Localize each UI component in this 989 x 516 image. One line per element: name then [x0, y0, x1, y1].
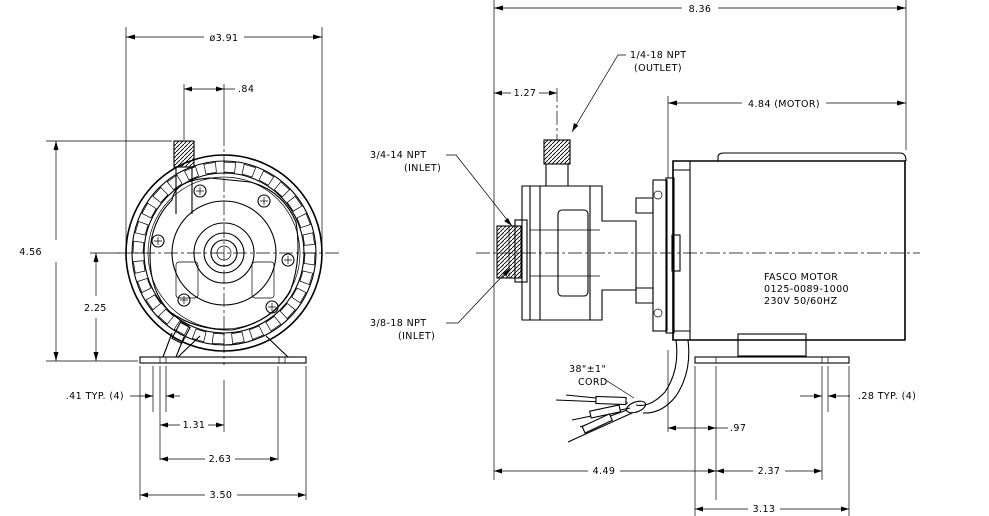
dim-base-width: 3.50: [210, 490, 233, 501]
motor-label-line2: 0125-0089-1000: [764, 284, 849, 295]
cooling-slot: [248, 325, 264, 340]
cooling-slot: [152, 186, 169, 203]
front-cord: [162, 321, 191, 358]
cooling-slot: [166, 174, 183, 191]
cooling-slot: [258, 170, 275, 186]
cord-label-line2: CORD: [578, 377, 608, 388]
side-motor: [671, 152, 907, 357]
dim-hole-spacing: 2.63: [209, 454, 232, 465]
cooling-slot: [132, 260, 146, 274]
cooling-slot: [299, 270, 314, 286]
dim-hole-dia: .41 TYP. (4): [66, 391, 124, 402]
dim-hole-to-center: 1.31: [183, 420, 206, 431]
front-base-plate: [139, 335, 307, 364]
cooling-slot: [145, 294, 162, 311]
inlet-large-line2: (INLET): [404, 163, 441, 174]
inlet-large-line1: 3/4-14 NPT: [370, 150, 426, 161]
motor-label-line3: 230V 50/60HZ: [764, 296, 838, 307]
front-view: [118, 132, 340, 365]
cooling-slot: [286, 195, 303, 212]
cooling-slot: [302, 232, 316, 246]
dim-height: 4.56: [19, 247, 42, 258]
cord-label-line1: 38"±1": [569, 364, 606, 375]
cooling-slot: [191, 328, 207, 343]
cooling-slot: [296, 213, 311, 229]
side-cord: [555, 339, 690, 443]
outlet-label-line2: (OUTLET): [634, 63, 682, 74]
cooling-slot: [211, 332, 225, 345]
cooling-slot: [173, 320, 190, 336]
cooling-slot: [265, 315, 282, 332]
motor-label-line1: FASCO MOTOR: [764, 272, 838, 283]
front-dimensions: ø3.91 .84 4.56 2.25 .41 TYP. (4) 1.31 2.…: [19, 27, 323, 501]
cooling-slot: [279, 303, 296, 320]
cooling-slot: [231, 331, 245, 345]
front-screws: [151, 184, 295, 314]
dim-outlet-from-inlet: 1.27: [514, 88, 537, 99]
cooling-slot: [203, 161, 217, 175]
dim-base-offset: .97: [730, 423, 746, 434]
dim-right-hole: .28 TYP. (4): [858, 391, 916, 402]
side-outlet-fitting: [543, 139, 571, 186]
dim-motor-length: 4.84 (MOTOR): [748, 99, 820, 110]
cooling-slot: [141, 202, 157, 219]
inlet-small-line1: 3/8-18 NPT: [370, 318, 426, 329]
cooling-slot: [241, 163, 257, 178]
screw: [193, 184, 207, 198]
inlet-small-line2: (INLET): [398, 331, 435, 342]
cooling-slot: [134, 220, 149, 236]
cooling-slot: [157, 308, 174, 325]
screw: [265, 300, 279, 314]
dim-outlet-offset: .84: [238, 84, 254, 95]
dim-foot-spacing: 2.37: [758, 466, 781, 477]
dim-inlet-to-base: 4.49: [593, 466, 616, 477]
dim-center-height: 2.25: [84, 303, 107, 314]
cooling-slot: [132, 240, 145, 254]
side-base-plate: [694, 356, 850, 364]
cooling-slot: [137, 277, 152, 293]
screw: [257, 194, 271, 208]
screw: [151, 234, 165, 248]
outlet-label-line1: 1/4-18 NPT: [630, 50, 686, 61]
screw: [281, 253, 295, 267]
cooling-slot: [184, 166, 200, 181]
dim-foot-width: 3.13: [753, 504, 776, 515]
screw: [177, 293, 191, 307]
side-adapter-plate: [635, 177, 675, 334]
front-outlet-fitting: [173, 140, 195, 214]
dim-diameter: ø3.91: [210, 33, 239, 44]
side-view: [476, 88, 920, 443]
dim-overall-length: 8.36: [689, 4, 712, 15]
side-dimensions: 8.36 1.27 1/4-18 NPT (OUTLET) 4.84 (MOTO…: [370, 0, 916, 516]
cooling-slot: [303, 252, 316, 266]
cooling-slot: [223, 161, 237, 174]
cooling-slot: [274, 181, 291, 198]
cooling-slot: [291, 287, 307, 304]
